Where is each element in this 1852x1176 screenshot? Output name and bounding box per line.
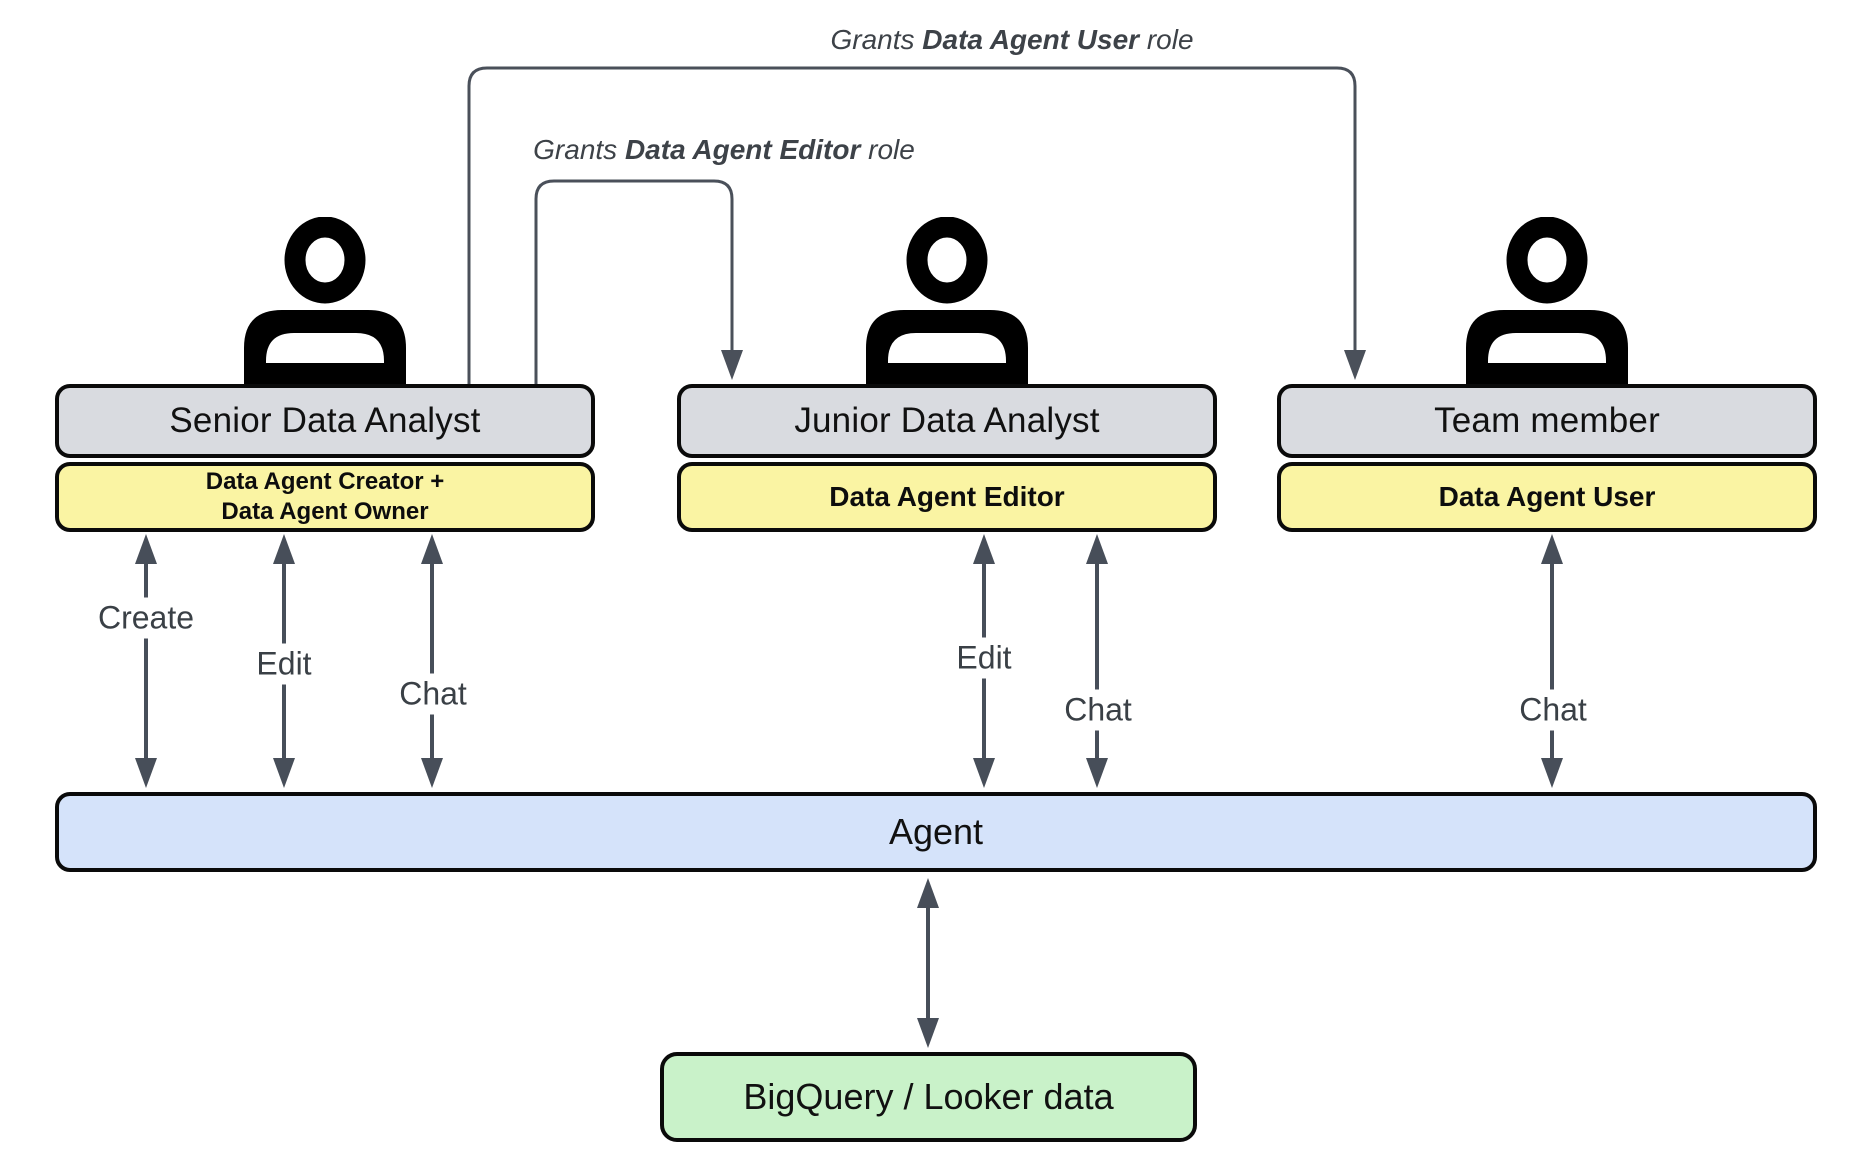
grant-user-note-prefix: Grants xyxy=(830,24,923,55)
edit-label-junior: Edit xyxy=(948,637,1020,679)
actor-role-badge: Data Agent User xyxy=(1277,462,1817,532)
actor-name-label: Senior Data Analyst xyxy=(169,401,481,440)
grant-editor-note: Grants Data Agent Editor role xyxy=(527,134,921,166)
grant-user-note-suffix: role xyxy=(1139,24,1194,55)
chat-label-junior: Chat xyxy=(1056,689,1140,731)
person-icon xyxy=(244,217,406,384)
actor-role-line1: Data Agent Creator + xyxy=(205,468,445,495)
grant-user-note-role: Data Agent User xyxy=(922,24,1140,55)
datastore-box: BigQuery / Looker data xyxy=(660,1052,1197,1142)
edit-label-senior: Edit xyxy=(248,643,320,685)
actor-role-badge: Data Agent Creator + Data Agent Owner xyxy=(55,462,595,532)
grant-editor-note-role: Data Agent Editor xyxy=(624,134,861,165)
actor-name-box: Team member xyxy=(1277,384,1817,458)
create-arrow xyxy=(135,534,157,788)
actor-team-member: Team member Data Agent User xyxy=(1277,384,1817,532)
actor-name-box: Senior Data Analyst xyxy=(55,384,595,458)
grant-editor-arrowhead xyxy=(721,350,743,380)
actor-name-box: Junior Data Analyst xyxy=(677,384,1217,458)
person-icon xyxy=(866,217,1028,384)
agent-label: Agent xyxy=(888,811,984,852)
agent-bar: Agent xyxy=(55,792,1817,872)
chat-label-team: Chat xyxy=(1511,689,1595,731)
agent-data-arrow xyxy=(917,878,939,1048)
chat-arrow-senior xyxy=(421,534,443,788)
grant-editor-note-prefix: Grants xyxy=(533,134,625,165)
actor-role-line1: Data Agent Editor xyxy=(829,481,1065,512)
actor-name-label: Team member xyxy=(1434,401,1660,440)
datastore-label: BigQuery / Looker data xyxy=(743,1076,1114,1117)
create-label: Create xyxy=(89,597,203,639)
actor-name-label: Junior Data Analyst xyxy=(794,401,1100,440)
grant-editor-note-suffix: role xyxy=(860,134,915,165)
grant-user-arrowhead xyxy=(1344,350,1366,380)
actor-role-line2: Data Agent Owner xyxy=(221,498,429,525)
actor-junior-data-analyst: Junior Data Analyst Data Agent Editor xyxy=(677,384,1217,532)
chat-arrow-junior xyxy=(1086,534,1108,788)
grant-user-connector xyxy=(467,66,1357,384)
actor-role-line1: Data Agent User xyxy=(1438,481,1656,512)
grant-editor-connector xyxy=(534,179,734,384)
actor-senior-data-analyst: Senior Data Analyst Data Agent Creator +… xyxy=(55,384,595,532)
chat-label-senior: Chat xyxy=(391,673,475,715)
chat-arrow-team xyxy=(1541,534,1563,788)
person-icon xyxy=(1466,217,1628,384)
actor-role-badge: Data Agent Editor xyxy=(677,462,1217,532)
grant-user-note: Grants Data Agent User role xyxy=(824,24,1200,56)
